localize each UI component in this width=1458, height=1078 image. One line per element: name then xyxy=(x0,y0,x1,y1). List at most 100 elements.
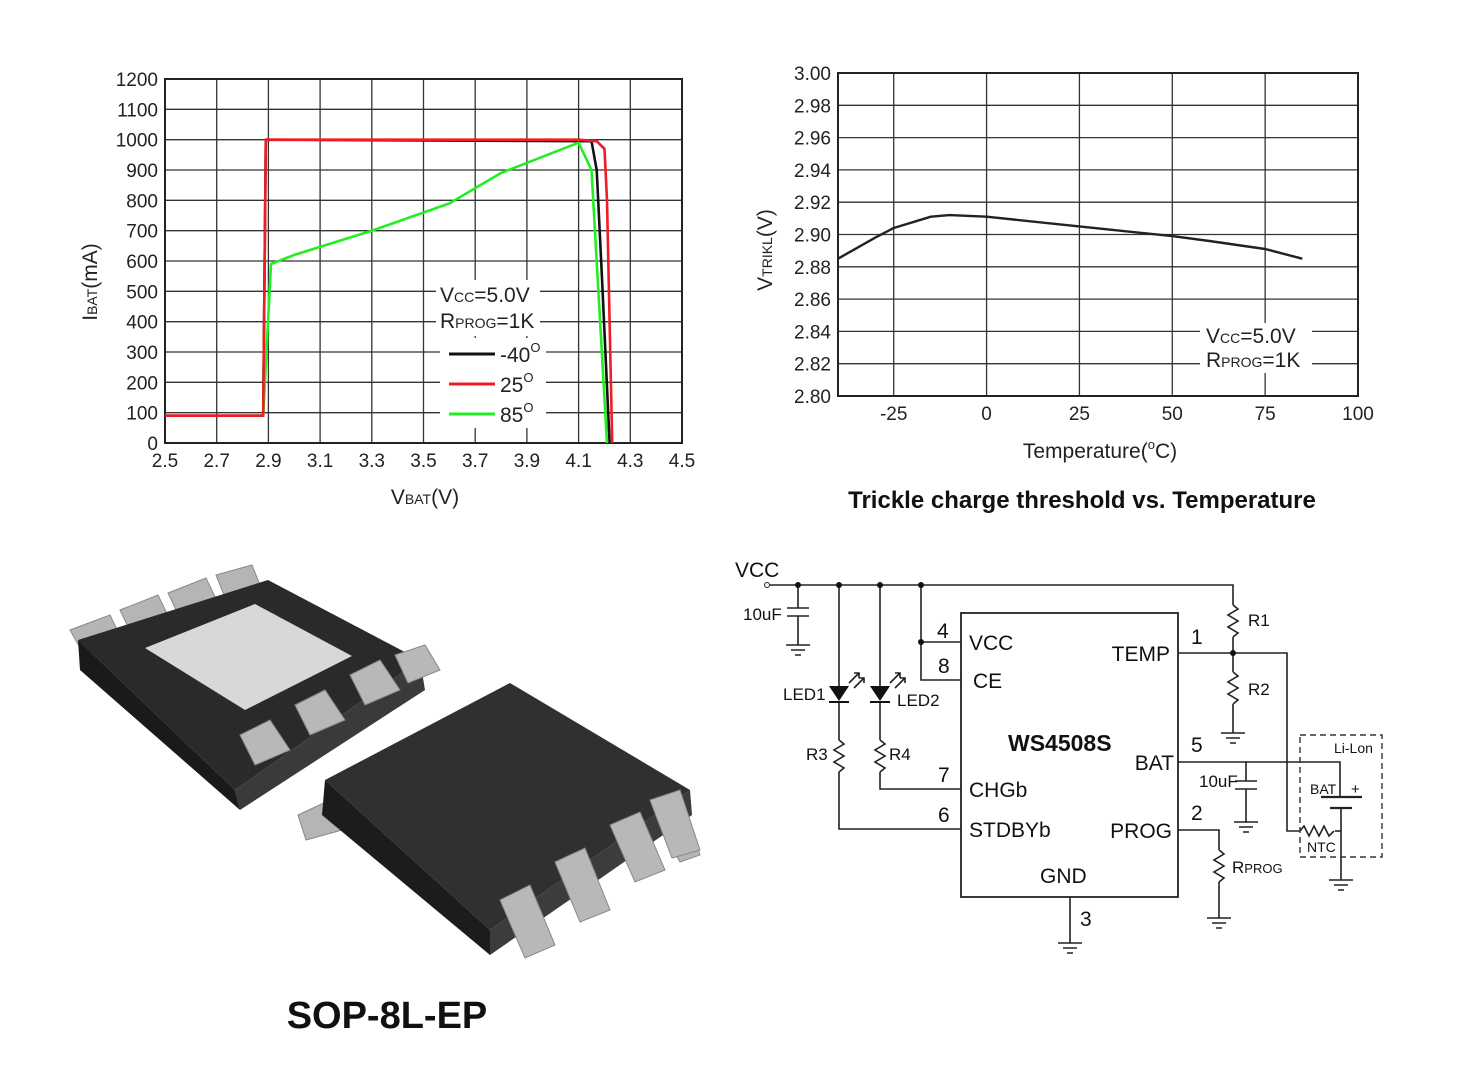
vcc-terminal-label: VCC xyxy=(735,559,779,582)
condition-rprog: RPROG=1K xyxy=(1206,349,1300,372)
led1-label: LED1 xyxy=(783,685,826,704)
y-tick-label: 0 xyxy=(147,434,158,455)
charge-current-vs-battery-voltage-chart: 0100200300400500600700800900100011001200… xyxy=(79,70,695,509)
r4-symbol xyxy=(873,739,887,773)
series-line-25 xyxy=(165,138,614,444)
chip-name: WS4508S xyxy=(1008,730,1112,756)
x-tick-label: -25 xyxy=(880,404,907,425)
package-photo: SOP-8L-EP xyxy=(69,564,701,1037)
y-tick-label: 2.84 xyxy=(794,322,831,343)
pin-5-number: 5 xyxy=(1191,734,1203,757)
y-tick-label: 100 xyxy=(126,404,158,425)
ntc-symbol xyxy=(1299,824,1335,838)
condition-rprog: RPROG=1K xyxy=(440,310,534,333)
chip2-side xyxy=(322,780,490,955)
x-tick-label: 0 xyxy=(981,404,992,425)
legend-conditions-bg xyxy=(1200,323,1312,373)
y-tick-label: 600 xyxy=(126,252,158,273)
y-axis-label: VTRIKL(V) xyxy=(754,209,777,291)
junction-dots xyxy=(795,582,1236,656)
pin-stdbyb-label: STDBYb xyxy=(969,819,1051,842)
x-tick-label: 3.5 xyxy=(410,451,436,472)
series-line-85 xyxy=(242,141,609,444)
chip2-front-pins xyxy=(499,789,701,959)
x-tick-label: 3.3 xyxy=(359,451,385,472)
y-tick-label: 3.00 xyxy=(794,64,831,85)
tick-labels: 2.802.822.842.862.882.902.922.942.962.98… xyxy=(794,64,1374,425)
y-tick-label: 200 xyxy=(126,373,158,394)
y-tick-label: 2.94 xyxy=(794,161,831,182)
pin-temp-label: TEMP xyxy=(1112,643,1170,666)
x-tick-label: 2.7 xyxy=(203,451,229,472)
y-tick-label: 2.82 xyxy=(794,355,831,376)
pin-prog-label: PROG xyxy=(1110,820,1172,843)
y-tick-label: 1000 xyxy=(116,131,158,152)
pin-4-number: 4 xyxy=(937,620,949,643)
pin-1-number: 1 xyxy=(1191,626,1203,649)
y-axis-label: IBAT(mA) xyxy=(79,243,102,321)
led2-symbol xyxy=(870,686,890,703)
x-axis-label: Temperature(oC) xyxy=(1023,437,1177,463)
x-axis-label: VBAT(V) xyxy=(391,486,459,509)
pin-vcc-label: VCC xyxy=(969,632,1013,655)
series xyxy=(837,213,1303,260)
pin-3-number: 3 xyxy=(1080,908,1092,931)
r4-label: R4 xyxy=(889,745,911,764)
pin-chgb-label: CHGb xyxy=(969,779,1027,802)
condition-vcc: VCC=5.0V xyxy=(440,284,530,307)
r3-symbol xyxy=(832,739,846,773)
chip1-side xyxy=(78,640,240,810)
y-tick-label: 2.88 xyxy=(794,258,831,279)
y-tick-label: 2.80 xyxy=(794,387,831,408)
legend-label: 25O xyxy=(500,370,533,397)
y-tick-label: 500 xyxy=(126,282,158,303)
y-tick-label: 1100 xyxy=(117,100,158,121)
y-tick-label: 2.96 xyxy=(794,129,831,150)
battery-label: BAT xyxy=(1310,781,1337,797)
r1-symbol xyxy=(1226,604,1240,638)
series xyxy=(165,138,614,444)
plot-frame xyxy=(837,72,1359,397)
pin-8-number: 8 xyxy=(938,655,950,678)
x-tick-label: 50 xyxy=(1162,404,1183,425)
pin-ce-label: CE xyxy=(973,670,1002,693)
y-tick-label: 900 xyxy=(126,161,158,182)
package-label: SOP-8L-EP xyxy=(287,995,488,1037)
y-tick-label: 2.86 xyxy=(794,290,831,311)
tick-labels: 0100200300400500600700800900100011001200… xyxy=(116,70,695,472)
x-tick-label: 2.9 xyxy=(255,451,281,472)
x-tick-label: 25 xyxy=(1069,404,1090,425)
y-tick-label: 400 xyxy=(126,313,158,334)
y-tick-label: 700 xyxy=(126,222,158,243)
x-tick-label: 4.3 xyxy=(617,451,643,472)
x-tick-label: 75 xyxy=(1255,404,1276,425)
pin-7-number: 7 xyxy=(938,764,950,787)
ic-body xyxy=(960,612,1179,898)
r3-label: R3 xyxy=(806,745,828,764)
battery-pack-outline xyxy=(1299,734,1383,858)
r2-symbol xyxy=(1226,671,1240,705)
x-tick-label: 3.7 xyxy=(462,451,488,472)
wires xyxy=(770,584,1362,954)
y-tick-label: 1200 xyxy=(116,70,158,91)
chart-title: Trickle charge threshold vs. Temperature xyxy=(848,487,1316,514)
legend-conditions-bg xyxy=(436,280,540,336)
chip2-body xyxy=(325,683,690,930)
cin-label: 10uF xyxy=(743,605,782,624)
plot-frame xyxy=(164,78,683,444)
x-tick-label: 2.5 xyxy=(152,451,178,472)
chip1-front-pins xyxy=(239,644,441,766)
y-tick-label: 2.90 xyxy=(794,226,831,247)
trickle-threshold-vs-temperature-chart: 2.802.822.842.862.882.902.922.942.962.98… xyxy=(754,64,1374,514)
y-tick-label: 2.98 xyxy=(794,96,831,117)
application-schematic: VCC xyxy=(735,559,1383,954)
legend-label: -40O xyxy=(500,340,540,367)
series-line-VTRIKL xyxy=(837,213,1303,260)
y-tick-label: 800 xyxy=(126,191,158,212)
battery-pack-label: Li-Lon xyxy=(1334,740,1373,756)
ntc-label: NTC xyxy=(1307,839,1336,855)
r1-label: R1 xyxy=(1248,611,1270,630)
x-tick-label: 3.9 xyxy=(514,451,540,472)
